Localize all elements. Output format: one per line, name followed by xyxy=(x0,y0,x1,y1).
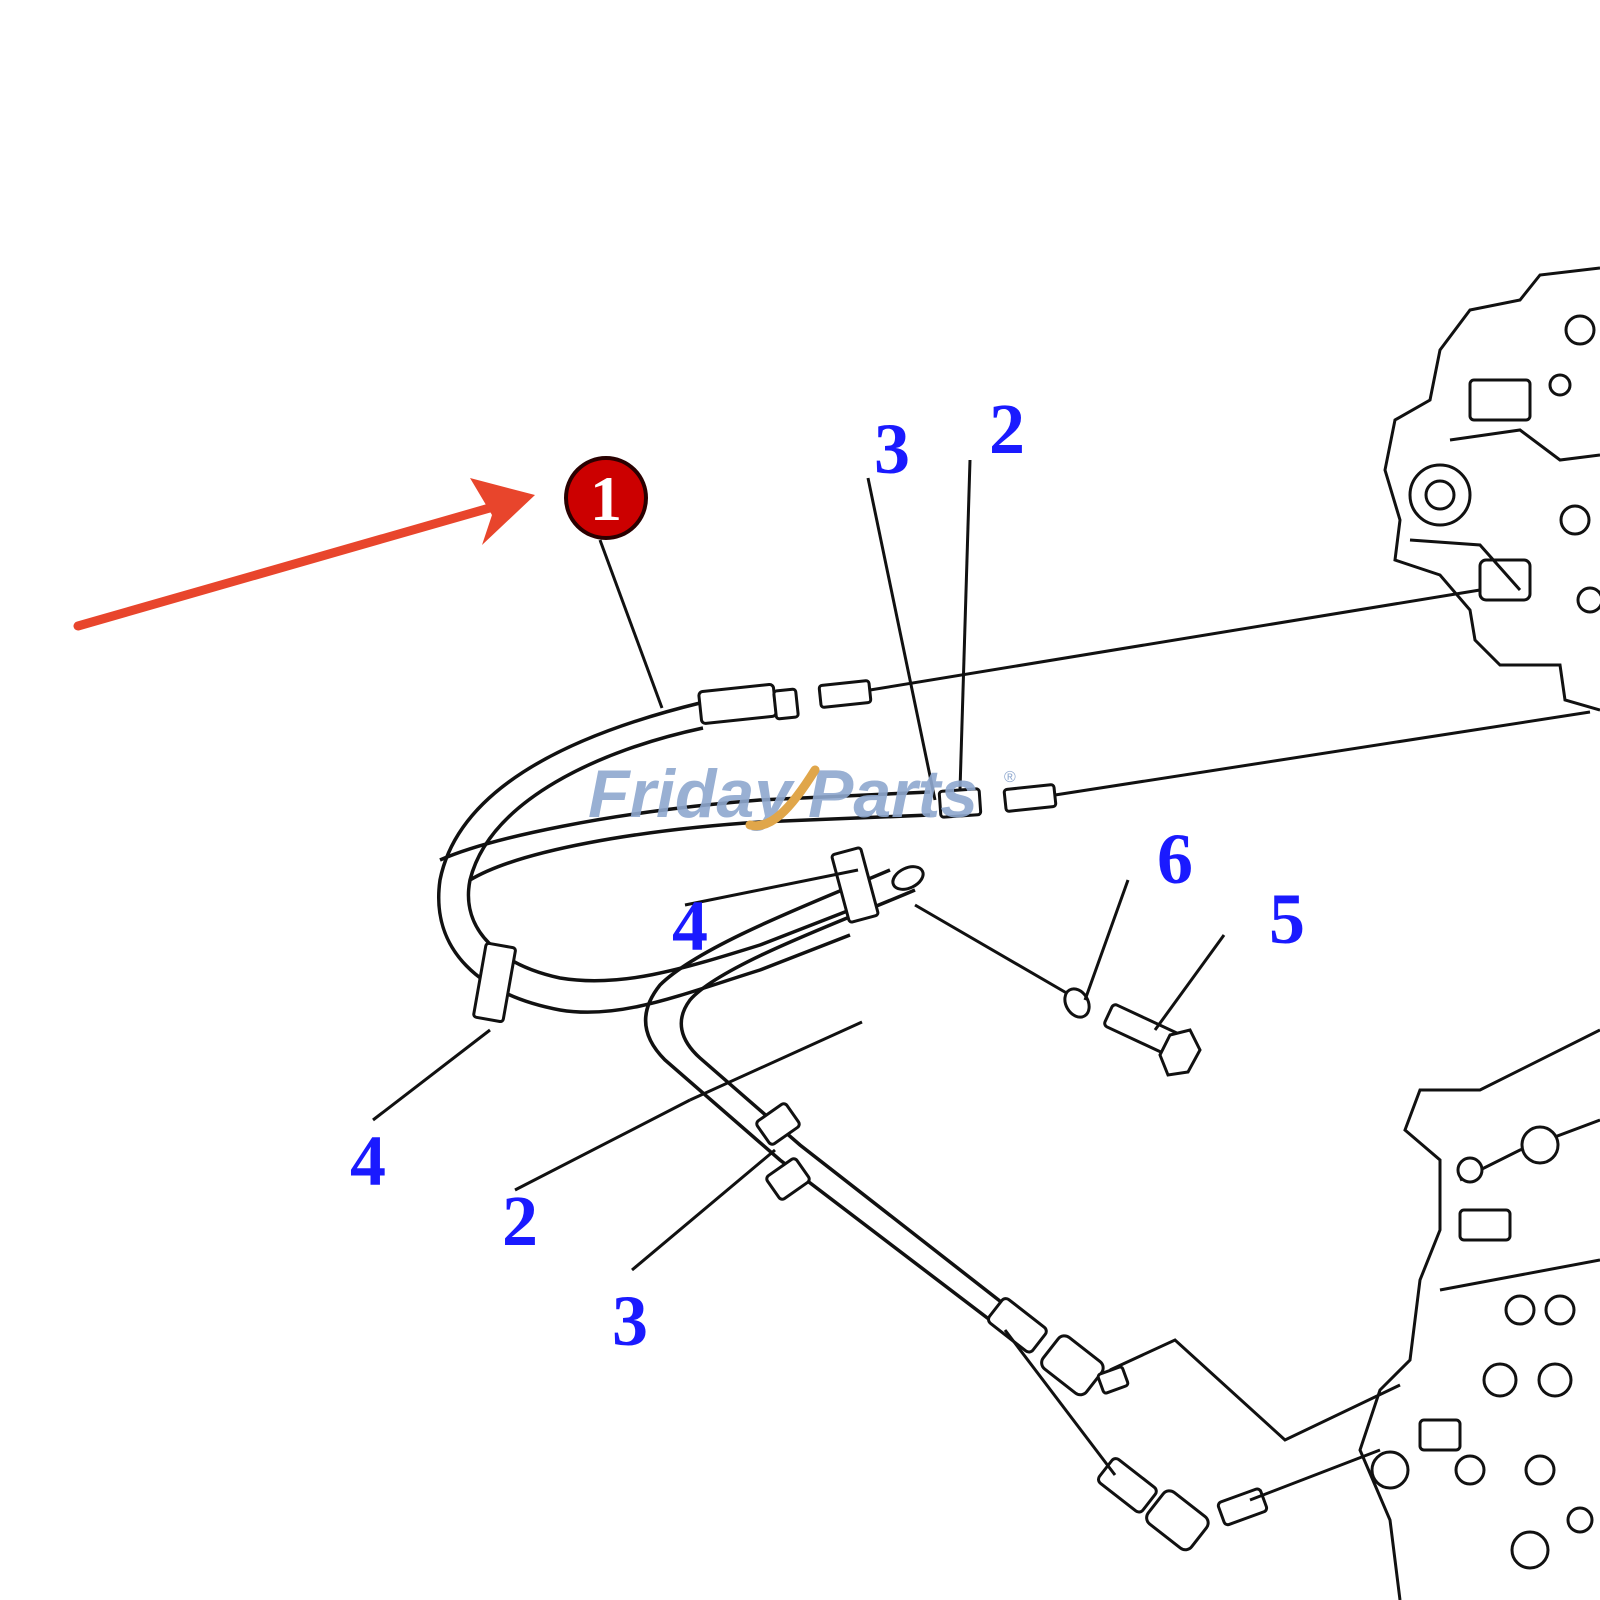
connection-line-upper xyxy=(869,588,1481,692)
watermark-registered-mark: ® xyxy=(1004,769,1016,786)
nut-upper xyxy=(755,1102,801,1146)
bolt-and-washer xyxy=(914,903,1202,1077)
callout-2-lower: 2 xyxy=(502,1181,538,1261)
leader-lines xyxy=(372,459,1226,1272)
sensor-connector-lower xyxy=(1145,1489,1210,1552)
bolt-head xyxy=(1158,1028,1202,1077)
control-valve-upper xyxy=(1383,266,1600,712)
nut-lower xyxy=(765,1157,811,1201)
callout-5: 5 xyxy=(1269,879,1305,959)
callout-4-upper: 4 xyxy=(672,886,708,966)
callout-4-lower: 4 xyxy=(350,1121,386,1201)
callout-2-upper: 2 xyxy=(989,389,1025,469)
callout-3-lower: 3 xyxy=(612,1281,648,1361)
callout-labels: 3 2 6 5 4 4 2 3 xyxy=(350,389,1305,1361)
callout-6: 6 xyxy=(1157,819,1193,899)
control-valve-lower xyxy=(1358,1028,1600,1600)
watermark-text-parts: Parts xyxy=(808,756,978,832)
leader-line-1 xyxy=(598,539,664,709)
adapter-fitting-lower xyxy=(1002,783,1058,813)
watermark-logo: Friday Parts ® xyxy=(588,756,1016,832)
sensor-connector-upper xyxy=(1040,1334,1105,1397)
clamp-left xyxy=(472,941,517,1024)
connection-line-lower xyxy=(1054,710,1591,797)
clamp-right xyxy=(830,846,880,924)
watermark-swoosh xyxy=(745,765,820,831)
hose-fitting xyxy=(697,683,778,725)
pointer-arrow xyxy=(73,478,535,631)
badge-label: 1 xyxy=(590,463,622,534)
part-1-badge[interactable]: 1 xyxy=(564,456,648,540)
adapter-fitting-upper xyxy=(817,679,873,709)
callout-3-upper: 3 xyxy=(874,409,910,489)
watermark-text-friday: Friday xyxy=(588,756,795,832)
hose-assembly xyxy=(437,679,1401,1552)
badge-circle xyxy=(564,456,648,540)
